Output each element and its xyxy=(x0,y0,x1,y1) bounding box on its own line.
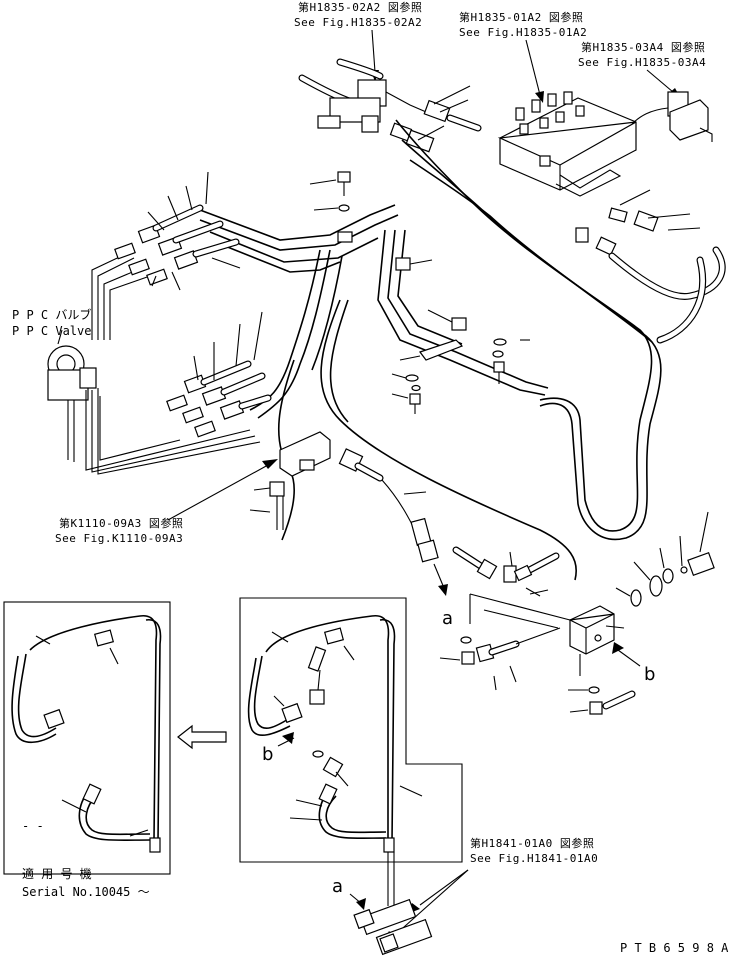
ref-h1841-01a0-jp: 第H1841-01A0 図参照 xyxy=(470,836,594,850)
ref-h1835-03a4: 第H1835-03A4 図参照 See Fig.H1835-03A4 xyxy=(578,40,706,69)
ppc-valve-label-jp: P P C バルブ xyxy=(12,307,91,322)
center-valve-block xyxy=(249,431,331,530)
marker-b-inset-arrow xyxy=(277,732,295,747)
ref-h1835-03a4-en: See Fig.H1835-03A4 xyxy=(578,56,706,69)
bottom-cylinder xyxy=(349,852,433,956)
marker-a-bottom: a xyxy=(332,876,343,897)
serial-label-en: Serial No.10045 ～ xyxy=(22,885,150,899)
drawing-id: P T B 6 5 9 8 A xyxy=(620,941,729,955)
marker-a-center: a xyxy=(442,608,453,629)
ppc-valve-label-en: P P C Valve xyxy=(12,324,91,338)
marker-b-right: b xyxy=(644,664,655,685)
right-valve-block xyxy=(469,593,625,676)
ppc-valve xyxy=(47,329,97,401)
ref-h1835-02a2: 第H1835-02A2 図参照 See Fig.H1835-02A2 xyxy=(294,0,422,29)
ref-k1110-09a3: 第K1110-09A3 図参照 See Fig.K1110-09A3 xyxy=(55,516,183,545)
ref-h1835-02a2-en: See Fig.H1835-02A2 xyxy=(294,16,422,29)
ref-h1835-03a4-jp: 第H1835-03A4 図参照 xyxy=(581,40,705,54)
center-hardware xyxy=(309,171,530,414)
inset-dash: - - xyxy=(22,819,44,833)
right-connectors xyxy=(575,189,701,256)
right-middle-fittings xyxy=(452,511,715,607)
right-lower-fittings xyxy=(439,627,636,715)
inset-serial: - - xyxy=(3,601,171,875)
ref-k1110-09a3-jp: 第K1110-09A3 図参照 xyxy=(59,516,183,530)
top-valve-assembly xyxy=(298,58,482,153)
ref-h1835-01a2-en: See Fig.H1835-01A2 xyxy=(459,26,587,39)
left-lower-fittings xyxy=(166,311,272,438)
hose-bundle-main xyxy=(199,119,726,581)
inset-arrow xyxy=(177,724,227,750)
ref-k1110-09a3-en: See Fig.K1110-09A3 xyxy=(55,532,183,545)
serial-label-jp: 適 用 号 機 xyxy=(22,866,92,881)
ppc-valve-label: P P C バルブ P P C Valve xyxy=(12,307,91,338)
left-upper-fittings xyxy=(114,171,241,291)
inset-center xyxy=(239,597,463,863)
center-lower-hose xyxy=(338,448,448,596)
ref-h1841-01a0-en: See Fig.H1841-01A0 xyxy=(470,852,598,865)
ref-h1841-01a0: 第H1841-01A0 図参照 See Fig.H1841-01A0 xyxy=(470,836,598,865)
manifold-block xyxy=(497,91,637,197)
marker-b-arrow xyxy=(612,642,641,667)
ref-h1835-02a2-jp: 第H1835-02A2 図参照 xyxy=(298,0,422,14)
ref-h1835-01a2-jp: 第H1835-01A2 図参照 xyxy=(459,10,583,24)
ppc-tubes xyxy=(67,251,261,475)
marker-b-inset: b xyxy=(262,744,273,765)
ref-h1835-01a2: 第H1835-01A2 図参照 See Fig.H1835-01A2 xyxy=(459,10,587,39)
solenoid-valve xyxy=(631,91,713,142)
